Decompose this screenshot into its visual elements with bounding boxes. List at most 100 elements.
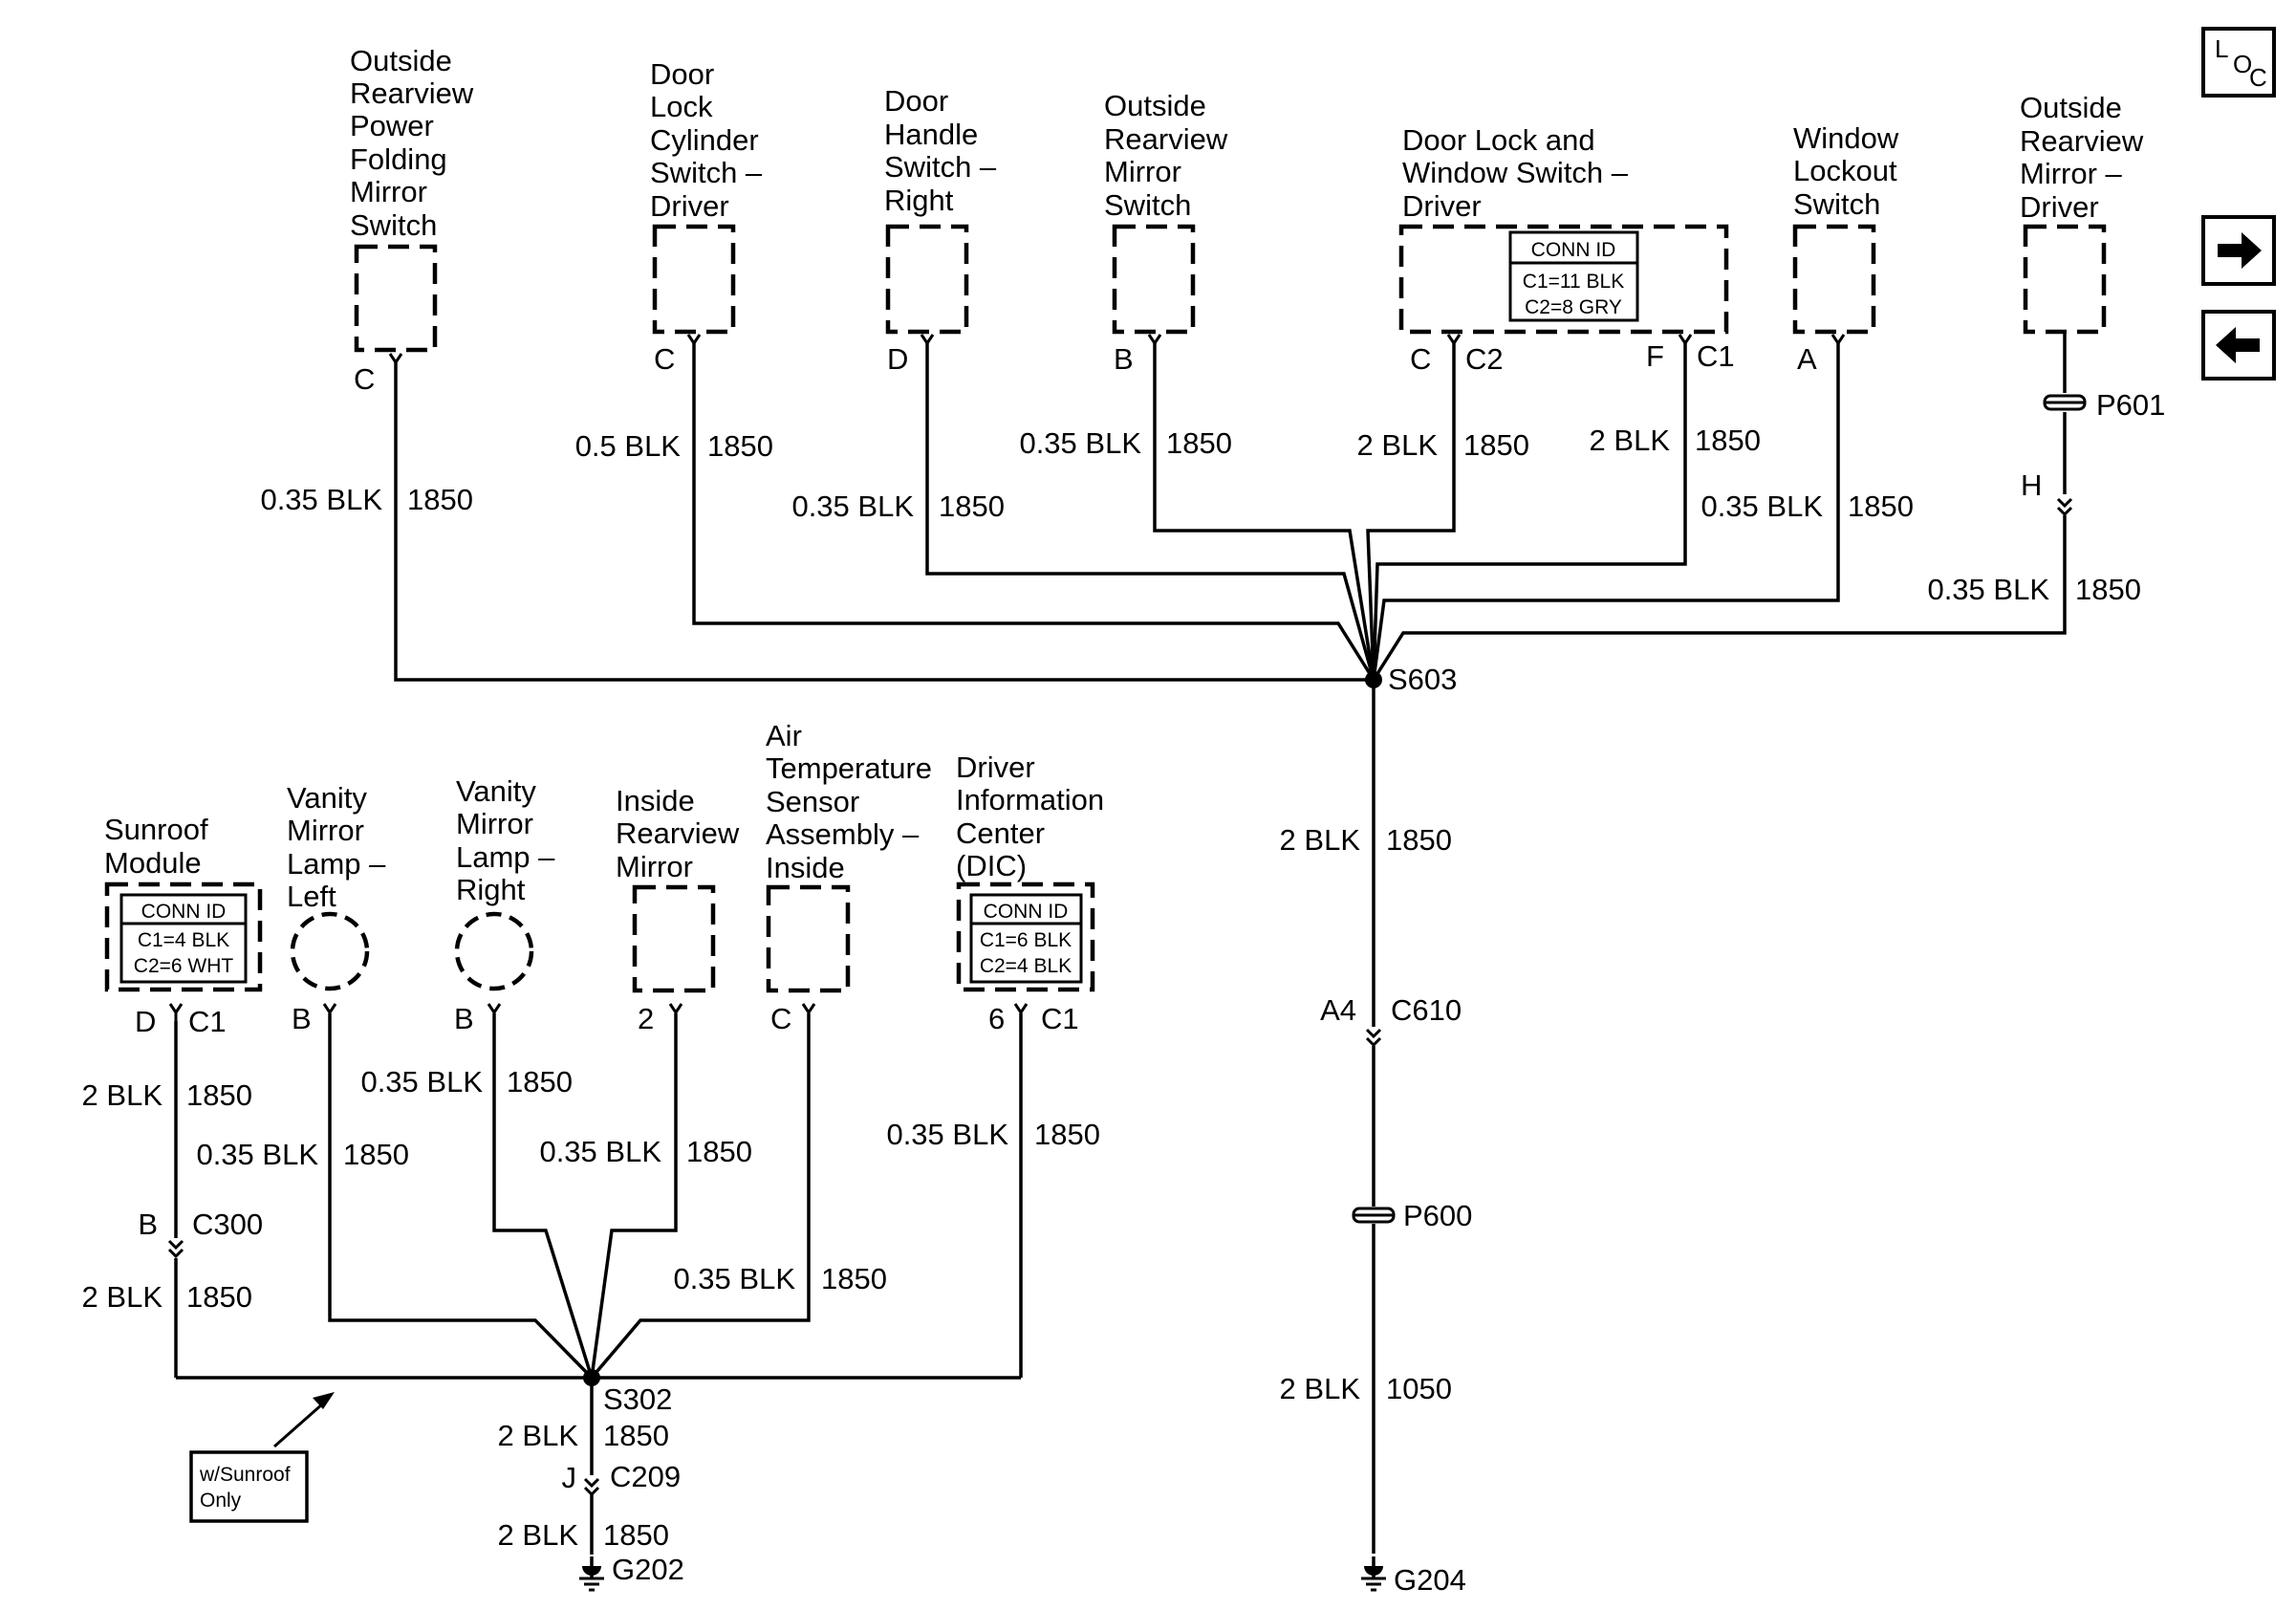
circuit-number: 1050	[1386, 1372, 1452, 1405]
component-label: Rearview	[350, 76, 474, 110]
conn-id-c2: C2=4 BLK	[980, 955, 1072, 977]
component-label: Rearview	[616, 816, 740, 850]
wire-size: 0.35 BLK	[539, 1135, 661, 1168]
conn-id-c2: C2=8 GRY	[1525, 296, 1622, 318]
outside-rearview-power-folding-mirror-switch: Outside Rearview Power Folding Mirror Sw…	[350, 44, 474, 396]
connector-label: C610	[1391, 993, 1462, 1027]
circuit-number: 1850	[707, 429, 773, 463]
inside-rearview-mirror: Inside Rearview Mirror 2	[616, 784, 740, 1035]
pin-label: B	[138, 1208, 158, 1241]
next-page-button[interactable]	[2201, 215, 2276, 286]
pin-label: J	[562, 1461, 577, 1494]
pin-label: H	[2021, 468, 2042, 502]
splice-label: S302	[603, 1382, 672, 1416]
circuit-number: 1850	[1848, 490, 1914, 523]
conn-id-c1: C1=11 BLK	[1523, 271, 1624, 293]
component-label: Cylinder	[650, 123, 759, 157]
location-button[interactable]: L O C	[2201, 27, 2276, 98]
pin-label: A	[1797, 342, 1817, 376]
wire-size: 0.35 BLK	[791, 490, 914, 523]
component-label: Mirror	[1104, 155, 1181, 188]
connector-label: C1	[1041, 1002, 1079, 1035]
door-handle-switch-right: Door Handle Switch – Right D	[884, 84, 997, 376]
component-label: Switch	[350, 208, 437, 242]
connector-label: C1	[188, 1005, 227, 1038]
component-label: Door Lock and	[1402, 123, 1595, 157]
conn-id-c1: C1=6 BLK	[980, 929, 1072, 951]
lower-wiring	[174, 1013, 1023, 1555]
connector-label: C209	[610, 1460, 681, 1493]
pin-label: C	[654, 342, 675, 376]
loc-icon-letter: O	[2233, 50, 2252, 78]
pigtail-label: P601	[2096, 388, 2165, 422]
door-lock-cylinder-switch-driver: Door Lock Cylinder Switch – Driver C	[650, 57, 763, 376]
component-label: Temperature	[766, 751, 932, 785]
pin-label: C	[770, 1002, 791, 1035]
arrow-left-icon	[2216, 327, 2260, 363]
window-lockout-switch: Window Lockout Switch A	[1792, 121, 1899, 376]
wire-size: 2 BLK	[1280, 1372, 1361, 1405]
circuit-number: 1850	[2075, 573, 2141, 606]
component-label: Module	[104, 846, 202, 880]
upper-wire-labels: 0.35 BLK 1850 0.5 BLK 1850 0.35 BLK 1850…	[260, 424, 2141, 606]
component-label: Outside	[2020, 91, 2122, 124]
component-label: Mirror	[456, 807, 533, 840]
sunroof-option-note: w/Sunroof Only	[189, 1392, 335, 1523]
component-label: Lamp –	[456, 840, 555, 874]
wire-size: 2 BLK	[498, 1419, 579, 1452]
ground-label: G204	[1394, 1563, 1466, 1597]
door-lock-and-window-switch-driver: CONN ID C1=11 BLK C2=8 GRY Door Lock and…	[1398, 123, 1735, 376]
s603-splice	[1365, 671, 1382, 688]
conn-id-c2: C2=6 WHT	[134, 955, 234, 977]
previous-page-button[interactable]	[2201, 310, 2276, 381]
note-text: Only	[200, 1490, 242, 1512]
wire-size: 0.35 BLK	[1927, 573, 2049, 606]
connector-label: C1	[1697, 339, 1735, 373]
circuit-number: 1850	[686, 1135, 752, 1168]
loc-icon-letter: C	[2249, 63, 2267, 92]
loc-icon-letter: L	[2215, 34, 2228, 63]
circuit-number: 1850	[1166, 426, 1232, 460]
component-label: Vanity	[456, 774, 536, 808]
circuit-number: 1850	[821, 1262, 887, 1295]
lower-wire-labels: 2 BLK 1850 B C300 2 BLK 1850 0.35 BLK 18…	[82, 1065, 1100, 1592]
pin-label: D	[135, 1005, 156, 1038]
component-label: Switch –	[884, 150, 997, 184]
pin-label: C	[1410, 342, 1431, 376]
component-label: Switch	[1793, 187, 1880, 221]
trunk-labels: S603 2 BLK 1850 A4 C610 P600 2 BLK 1050 …	[1280, 663, 1473, 1597]
wire-size: 0.35 BLK	[360, 1065, 483, 1099]
wire-size: 0.35 BLK	[1700, 490, 1823, 523]
component-label: Driver	[2020, 190, 2099, 224]
component-label: Handle	[884, 118, 978, 151]
component-label: Door	[884, 84, 948, 118]
pin-label: F	[1646, 339, 1664, 373]
component-label: Window Switch –	[1402, 156, 1629, 189]
pin-label: 2	[638, 1002, 654, 1035]
component-label: Mirror	[350, 175, 427, 208]
wire-size: 2 BLK	[1590, 424, 1671, 457]
component-label: Mirror –	[2020, 157, 2123, 190]
wire-size: 0.35 BLK	[673, 1262, 795, 1295]
component-label: Driver	[650, 189, 729, 223]
component-label: Lockout	[1793, 154, 1897, 187]
pin-label: B	[454, 1002, 474, 1035]
circuit-number: 1850	[603, 1518, 669, 1552]
component-label: Mirror	[287, 814, 364, 847]
wire-size: 0.35 BLK	[1019, 426, 1141, 460]
conn-id-title: CONN ID	[1531, 239, 1616, 261]
circuit-number: 1850	[1463, 428, 1529, 462]
circuit-number: 1850	[507, 1065, 573, 1099]
component-label: Sensor	[766, 785, 859, 818]
component-label: Outside	[350, 44, 452, 77]
pigtail-label: P600	[1403, 1199, 1472, 1232]
splice-label: S603	[1388, 663, 1457, 696]
component-label: Outside	[1104, 89, 1206, 122]
upper-wiring	[394, 333, 2067, 1554]
component-label: Folding	[350, 142, 447, 176]
component-label: (DIC)	[956, 849, 1027, 882]
component-label: Inside	[766, 851, 845, 884]
component-label: Rearview	[1104, 122, 1228, 156]
connector-label: C2	[1465, 342, 1504, 376]
sunroof-module: CONN ID C1=4 BLK C2=6 WHT Sunroof Module…	[104, 813, 263, 1038]
